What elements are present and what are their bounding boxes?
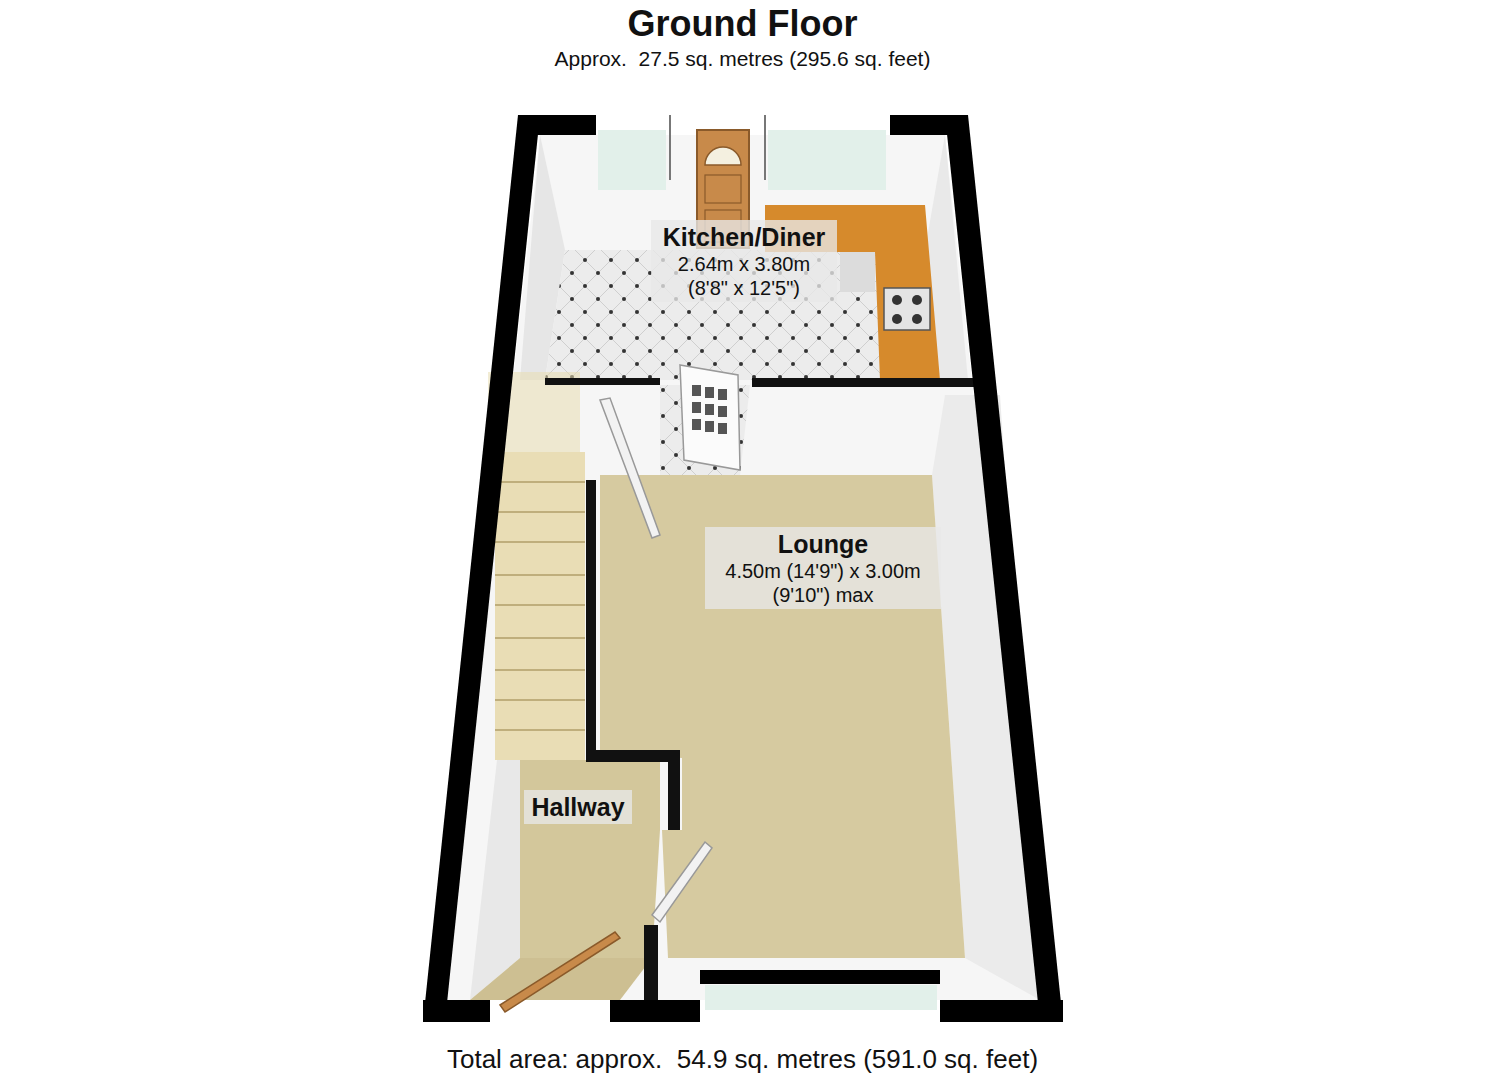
room-label: Kitchen/Diner2.64m x 3.80m (8'8" x 12'5"…: [651, 220, 837, 302]
area-note: Approx. 27.5 sq. metres (295.6 sq. feet): [0, 46, 1485, 72]
room-name: Hallway: [530, 792, 626, 822]
plan-title: Ground Floor: [0, 2, 1485, 46]
room-label: Lounge4.50m (14'9") x 3.00m (9'10") max: [705, 527, 941, 609]
room-dimensions: 4.50m (14'9") x 3.00m (9'10") max: [712, 559, 934, 607]
room-name: Kitchen/Diner: [657, 222, 831, 252]
total-area-caption: Total area: approx. 54.9 sq. metres (591…: [0, 1043, 1485, 1075]
room-dimensions: 2.64m x 3.80m (8'8" x 12'5"): [658, 252, 830, 300]
room-label: Hallway: [524, 790, 632, 824]
room-name: Lounge: [711, 529, 935, 559]
